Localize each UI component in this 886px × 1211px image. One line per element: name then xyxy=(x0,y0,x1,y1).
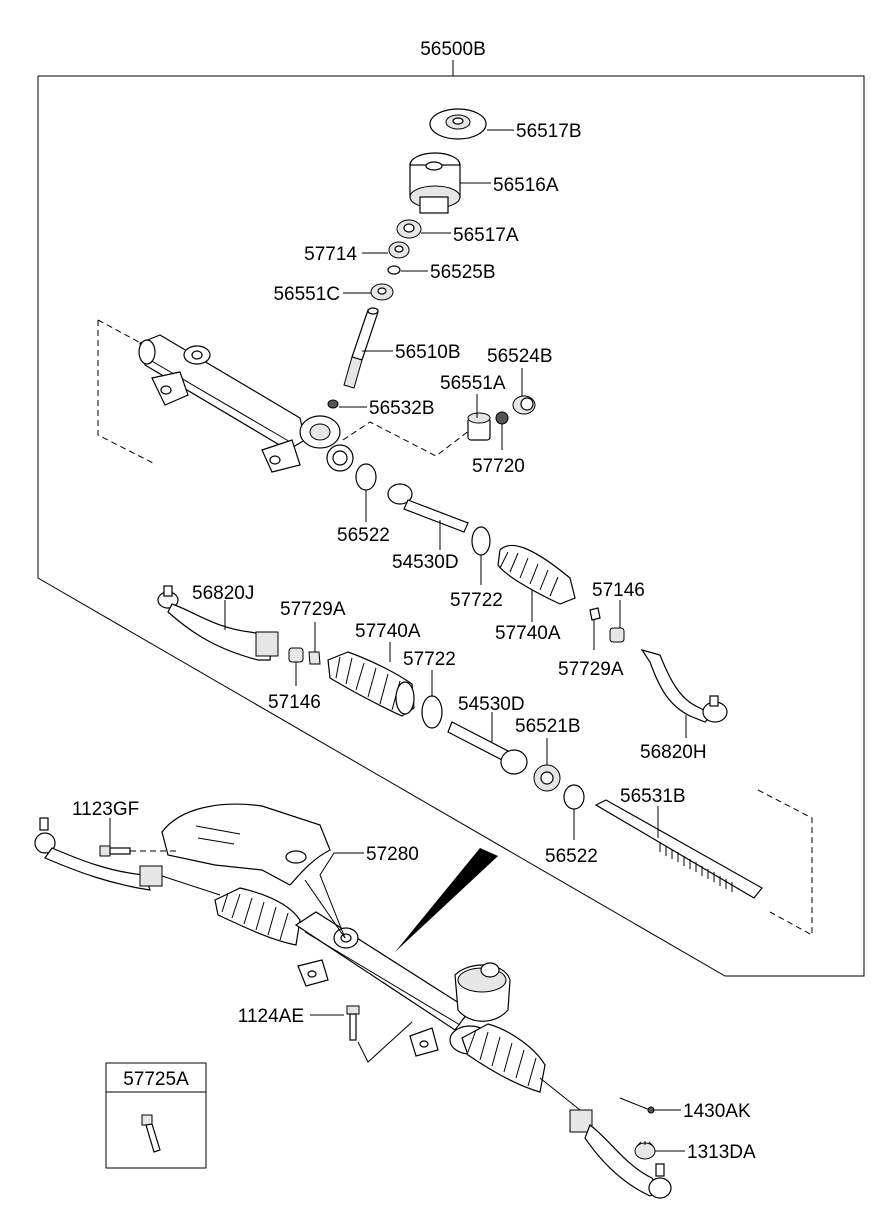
callout-1430AK: 1430AK xyxy=(683,1101,751,1122)
callout-57722-b: 57722 xyxy=(403,649,456,670)
part-56551A xyxy=(327,399,339,409)
part-1313DA xyxy=(634,1141,656,1160)
part-1123GF xyxy=(99,845,180,857)
legend-box xyxy=(105,1062,207,1169)
part-56532B xyxy=(512,395,536,415)
callout-56517A: 56517A xyxy=(453,225,519,246)
callout-56532B: 56524B xyxy=(487,346,553,367)
part-57722-lower xyxy=(421,695,443,729)
callout-56510B: 56510B xyxy=(395,342,461,363)
callout-57146-a: 57146 xyxy=(592,580,645,601)
part-56820J xyxy=(157,585,279,661)
assembly-label: 56500B xyxy=(420,39,486,60)
callout-54530D-a: 54530D xyxy=(392,552,459,573)
callout-1124AE: 1124AE xyxy=(238,1006,304,1027)
part-56521B xyxy=(533,764,561,792)
part-57722-upper xyxy=(471,526,491,556)
part-56522-lower xyxy=(563,784,585,810)
callout-1313DA: 1313DA xyxy=(687,1142,756,1163)
part-56517B xyxy=(429,108,487,140)
part-57740A-lower xyxy=(327,651,415,717)
legend-box-label: 57725A xyxy=(123,1069,189,1090)
part-57729A-right xyxy=(589,607,601,621)
direction-arrow xyxy=(395,848,498,952)
callout-56525B: 56525B xyxy=(430,262,496,283)
part-56517A xyxy=(396,219,422,239)
part-57146-right xyxy=(609,627,625,643)
part-54530D-lower xyxy=(447,721,528,775)
callout-57714: 57714 xyxy=(304,244,357,265)
callout-56522-a: 56522 xyxy=(337,525,390,546)
callout-56551C: 56551C xyxy=(273,284,340,305)
part-56820H xyxy=(640,648,728,723)
callout-57720: 57720 xyxy=(472,456,525,477)
callout-1123GF: 1123GF xyxy=(72,799,139,820)
callout-57146-b: 57146 xyxy=(268,692,321,713)
part-56516A xyxy=(409,152,461,214)
part-57720 xyxy=(495,411,509,425)
part-56551C xyxy=(370,283,394,301)
callout-56516A: 56516A xyxy=(493,175,559,196)
part-57146-left xyxy=(288,647,304,663)
rack-housing-upper xyxy=(97,319,471,473)
callout-57722-a: 57722 xyxy=(450,590,503,611)
callout-56551A: 56532B xyxy=(369,398,435,419)
assembly-outline xyxy=(37,60,865,977)
rack-assembly-lower xyxy=(34,803,672,1199)
callout-56820J: 56820J xyxy=(192,583,254,604)
callout-56524B: 56551A xyxy=(440,373,506,394)
part-1430AK xyxy=(619,1097,651,1111)
part-57729A-left xyxy=(308,651,321,665)
callout-56820H: 56820H xyxy=(640,742,707,763)
part-54530D-upper xyxy=(387,483,469,533)
callout-56531B: 56531B xyxy=(620,786,686,807)
part-56510B xyxy=(343,307,379,389)
part-56525B xyxy=(387,265,401,275)
callout-56522-b: 56522 xyxy=(545,846,598,867)
callout-57740A-b: 57740A xyxy=(355,621,421,642)
callout-57729A-a: 57729A xyxy=(280,599,346,620)
part-56531B xyxy=(594,789,813,936)
callout-54530D-b: 54530D xyxy=(458,694,525,715)
callout-57740A-a: 57740A xyxy=(495,623,561,644)
callout-56521B: 56521B xyxy=(515,716,581,737)
callout-57280: 57280 xyxy=(366,844,419,865)
part-56524B xyxy=(467,412,491,441)
part-1124AE xyxy=(346,1005,360,1041)
callout-57729A-b: 57729A xyxy=(558,659,624,680)
part-57714 xyxy=(388,241,410,259)
part-57740A-upper xyxy=(497,544,576,605)
callout-56517B: 56517B xyxy=(516,121,582,142)
part-56522-upper xyxy=(355,463,377,491)
